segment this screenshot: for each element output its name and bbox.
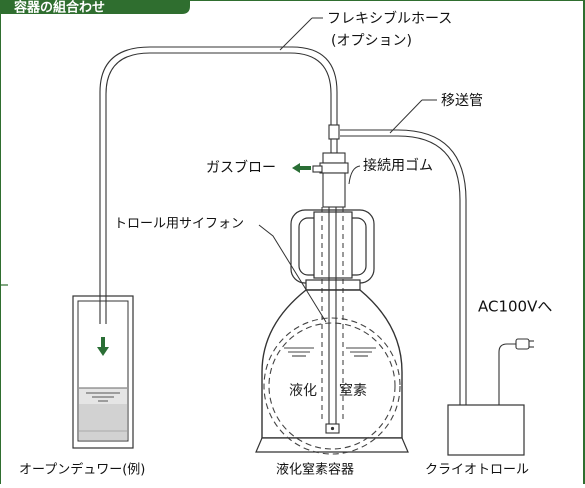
caption-ln2-container: 液化窒素容器 — [276, 462, 354, 478]
label-trolley-siphon: トロール用サイフォン — [114, 217, 244, 232]
container-base — [255, 437, 409, 453]
plug-icon — [515, 338, 534, 350]
label-power: AC100Vへ — [478, 298, 552, 316]
siphon-tube — [328, 207, 337, 424]
label-flexible-hose: フレキシブルホース — [327, 10, 452, 27]
power-cord — [498, 343, 516, 405]
label-gas-blow: ガスブロー — [206, 159, 276, 176]
ln2-container — [255, 209, 409, 455]
container-body — [261, 289, 403, 439]
caption-open-dewar: オープンデュワー(例) — [19, 462, 145, 478]
fitting-stack — [312, 124, 349, 208]
arrow-down-icon — [97, 337, 109, 356]
label-liquid-1: 液化 — [289, 383, 317, 399]
label-flexible-hose-optional: (オプション) — [331, 33, 412, 49]
label-connection-rubber: 接続用ゴム — [363, 157, 433, 174]
label-liquid-2: 窒素 — [339, 382, 367, 399]
transfer-tube — [340, 129, 467, 405]
open-dewar — [72, 295, 134, 449]
leader-lines — [258, 17, 437, 323]
caption-cryotrolley: クライオトロール — [425, 463, 529, 478]
header-title: 容器の組合わせ — [13, 0, 105, 16]
arrow-left-icon — [292, 163, 311, 173]
cryotrolley-box — [447, 404, 525, 456]
flexible-hose — [99, 46, 338, 322]
inner-vessel — [263, 317, 401, 455]
label-transfer-tube: 移送管 — [441, 93, 483, 109]
container-neck — [313, 211, 353, 279]
liquid-surface — [284, 347, 376, 357]
header-tab — [0, 0, 190, 14]
